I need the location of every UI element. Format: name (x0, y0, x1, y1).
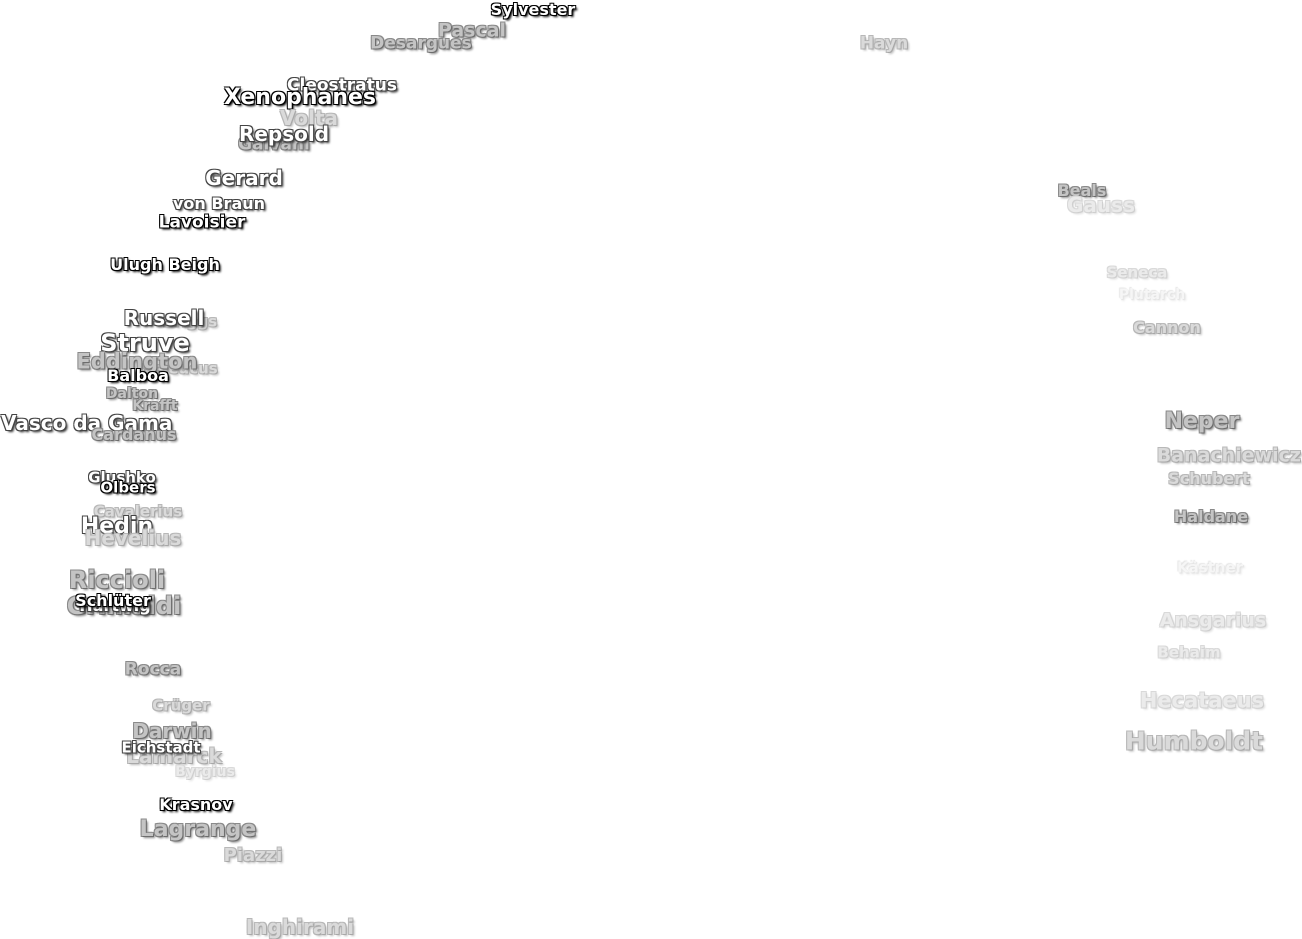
crater-label-cleostratus: Cleostratus (287, 75, 397, 96)
crater-label-plutarch: Plutarch (1118, 287, 1186, 303)
crater-label-desargues: Desargues (370, 33, 472, 54)
crater-label-gerard: Gerard (205, 166, 283, 190)
crater-label-olbers: Olbers (100, 478, 156, 497)
crater-label-glushko: Glushko (88, 468, 156, 487)
crater-label-neper: Neper (1164, 409, 1240, 434)
crater-label-sylvester: Sylvester (490, 0, 576, 19)
crater-label-haldane: Haldane (1173, 507, 1249, 526)
crater-label-vasco-da-gama: Vasco da Gama (1, 411, 173, 435)
crater-label-cannon: Cannon (1133, 318, 1201, 337)
crater-label-cruger: Crüger (152, 696, 210, 715)
crater-label-seneca: Seneca (1106, 263, 1168, 282)
crater-label-inghirami: Inghirami (245, 915, 355, 939)
crater-label-struve: Struve (100, 329, 190, 357)
crater-label-volta: Volta (279, 106, 339, 130)
crater-label-cavalerius: Cavalerius (93, 502, 183, 521)
crater-label-krasnov: Krasnov (159, 795, 233, 814)
crater-label-dalton: Dalton (105, 386, 159, 402)
crater-label-banachiewicz: Banachiewicz (1156, 444, 1301, 467)
crater-label-eichstadt: Eichstadt (121, 738, 201, 757)
crater-label-schubert: Schubert (1168, 469, 1250, 488)
crater-label-von-braun: von Braun (172, 194, 266, 213)
crater-label-hayn: Hayn (859, 33, 909, 54)
crater-label-hartwig: Hartwig (79, 596, 151, 615)
crater-label-piazzi: Piazzi (223, 845, 283, 866)
crater-label-balboa: Balboa (107, 366, 169, 385)
crater-label-grimaldi: Grimaldi (66, 592, 182, 620)
crater-label-eddington: Eddington (76, 349, 198, 374)
crater-label-cardanus: Cardanus (91, 425, 177, 444)
crater-label-hedin: Hedin (80, 514, 154, 539)
crater-label-pascal: Pascal (437, 19, 507, 42)
crater-label-kastner: Kästner (1176, 558, 1244, 577)
crater-label-beals: Beals (1057, 181, 1107, 200)
crater-label-ansgarius: Ansgarius (1159, 609, 1267, 632)
crater-label-seleucus: Seleucus (142, 359, 218, 378)
crater-label-galvani: Galvani (238, 134, 310, 155)
crater-label-krafft: Krafft (132, 398, 178, 414)
crater-label-gauss: Gauss (1067, 193, 1135, 217)
crater-label-humboldt: Humboldt (1124, 726, 1264, 756)
crater-label-xenophanes: Xenophanes (223, 85, 377, 110)
crater-label-behaim: Behaim (1157, 643, 1221, 662)
crater-label-lagrange: Lagrange (139, 817, 257, 842)
crater-label-riccioli: Riccioli (68, 566, 166, 594)
crater-label-russell: Russell (123, 306, 205, 330)
crater-label-byrgius: Byrgius (175, 764, 235, 780)
crater-label-repsold: Repsold (238, 122, 330, 146)
crater-label-ulugh-beigh: Ulugh Beigh (110, 255, 220, 274)
crater-label-schluter: Schlüter (75, 591, 151, 610)
crater-label-lavoisier: Lavoisier (158, 212, 246, 233)
crater-label-darwin: Darwin (132, 719, 212, 743)
crater-label-hecataeus: Hecataeus (1139, 688, 1265, 713)
crater-label-rocca: Rocca (124, 659, 182, 680)
crater-label-hevelius: Hevelius (84, 526, 182, 550)
crater-label-briggs: Briggs (162, 312, 218, 331)
crater-label-lamarck: Lamarck (126, 744, 222, 768)
